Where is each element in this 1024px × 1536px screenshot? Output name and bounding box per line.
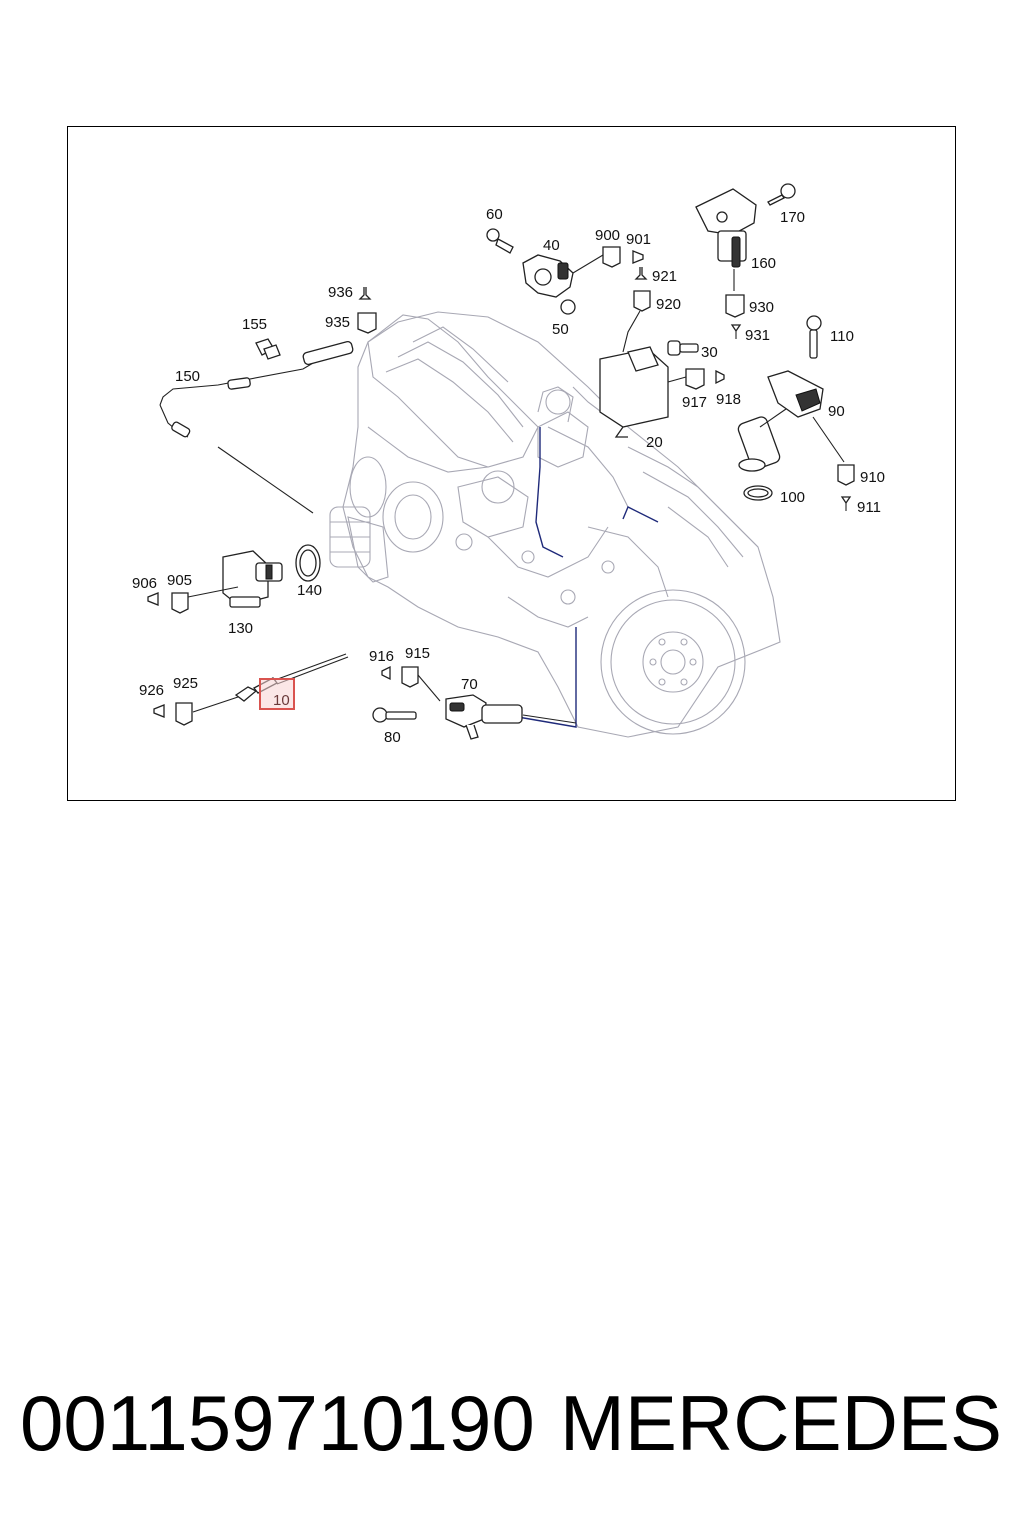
callout-20: 20 (646, 434, 663, 451)
callout-916: 916 (369, 648, 394, 665)
part-900-901-connector (602, 246, 644, 268)
footer-bar: 001159710190 MERCEDES (0, 1378, 1024, 1468)
callout-60: 60 (486, 206, 503, 223)
callout-911: 911 (857, 499, 881, 516)
callout-30: 30 (701, 344, 718, 361)
part-170-screw (767, 183, 796, 206)
part-905-906-connector (147, 592, 189, 614)
callout-920: 920 (656, 296, 681, 313)
callout-170: 170 (780, 209, 805, 226)
callout-80: 80 (384, 729, 401, 746)
callout-931: 931 (745, 327, 770, 344)
part-935-936-connector (357, 287, 377, 334)
callout-926: 926 (139, 682, 164, 699)
wiring-harness-lines (517, 427, 659, 728)
callout-930: 930 (749, 299, 774, 316)
part-920-921-connector (622, 267, 651, 353)
part-160-pressure-sensor (695, 188, 757, 291)
brand-name: MERCEDES (559, 1379, 1002, 1467)
highlight-box-part-10 (259, 678, 295, 710)
callout-936: 936 (328, 284, 353, 301)
callout-10: 10 (273, 692, 290, 709)
callout-917: 917 (682, 394, 707, 411)
part-130-valve (187, 550, 283, 608)
callout-901: 901 (626, 231, 651, 248)
part-150-temp-sensor-cable (159, 340, 354, 514)
part-925-926-connector (153, 702, 193, 726)
callout-918: 918 (716, 391, 741, 408)
engine-parts-diagram: 60 40 900 901 921 920 50 170 160 930 931… (132, 183, 885, 746)
part-930-931-connector (725, 294, 745, 339)
callout-110: 110 (830, 328, 854, 345)
callout-140: 140 (297, 582, 322, 599)
callout-910: 910 (860, 469, 885, 486)
callout-130: 130 (228, 620, 253, 637)
callout-925: 925 (173, 675, 198, 692)
callout-90: 90 (828, 403, 845, 420)
callout-100: 100 (780, 489, 805, 506)
part-140-o-ring (295, 544, 321, 582)
part-70-crankshaft-sensor (417, 674, 577, 740)
callout-921: 921 (652, 268, 677, 285)
callout-900: 900 (595, 227, 620, 244)
part-915-916-connector (381, 665, 419, 688)
part-90-sensor (737, 370, 845, 472)
part-910-911-connector (837, 464, 855, 511)
parts-diagram-frame: 60 40 900 901 921 920 50 170 160 930 931… (67, 126, 956, 801)
part-80-bolt (372, 707, 417, 723)
callout-40: 40 (543, 237, 560, 254)
callout-70: 70 (461, 676, 478, 693)
part-number: 001159710190 (20, 1379, 535, 1467)
part-20-control-unit (599, 346, 687, 438)
part-917-918-connector (685, 368, 725, 390)
callout-50: 50 (552, 321, 569, 338)
callout-906: 906 (132, 575, 157, 592)
part-110-bolt (806, 315, 822, 359)
callout-160: 160 (751, 255, 776, 272)
part-100-o-ring (743, 485, 773, 501)
callout-155: 155 (242, 316, 267, 333)
callout-935: 935 (325, 314, 350, 331)
callout-905: 905 (167, 572, 192, 589)
callout-915: 915 (405, 645, 430, 662)
part-155-clip (255, 338, 281, 360)
part-30-bolt (667, 340, 699, 356)
engine-block-illustration (329, 311, 781, 738)
part-40-sensor (486, 228, 604, 315)
callout-150: 150 (175, 368, 200, 385)
callout-labels: 60 40 900 901 921 920 50 170 160 930 931… (132, 206, 885, 746)
